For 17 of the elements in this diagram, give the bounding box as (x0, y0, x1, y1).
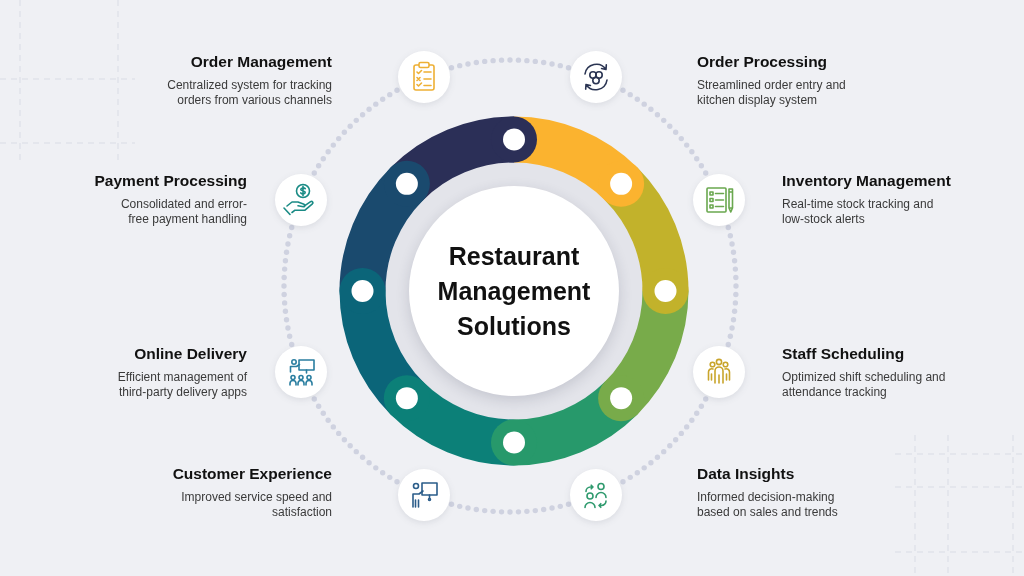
item-description: Optimized shift scheduling and attendance tracking (782, 370, 947, 399)
hub-title: Restaurant Management Solutions (436, 240, 592, 342)
item-heading: Online Delivery (134, 345, 247, 363)
item-description: Informed decision-making based on sales and trends (697, 490, 839, 519)
item-heading: Payment Processing (94, 172, 247, 190)
item-heading: Order Processing (697, 53, 828, 71)
item-heading: Inventory Management (782, 172, 951, 190)
item-description: Streamlined order entry and kitchen display system (697, 78, 847, 107)
item-description: Efficient management of third-party delivery apps (116, 370, 247, 399)
item-description: Centralized system for tracking orders from various channels (166, 78, 332, 107)
item-heading: Customer Experience (172, 465, 332, 483)
item-heading: Order Management (190, 53, 332, 71)
item-description: Improved service speed and satisfaction (180, 490, 332, 519)
item-description: Real-time stock tracking and low-stock alerts (782, 197, 935, 226)
item-heading: Data Insights (697, 465, 795, 483)
item-heading: Staff Scheduling (782, 345, 905, 363)
item-description: Consolidated and error-free payment handling (119, 197, 247, 226)
